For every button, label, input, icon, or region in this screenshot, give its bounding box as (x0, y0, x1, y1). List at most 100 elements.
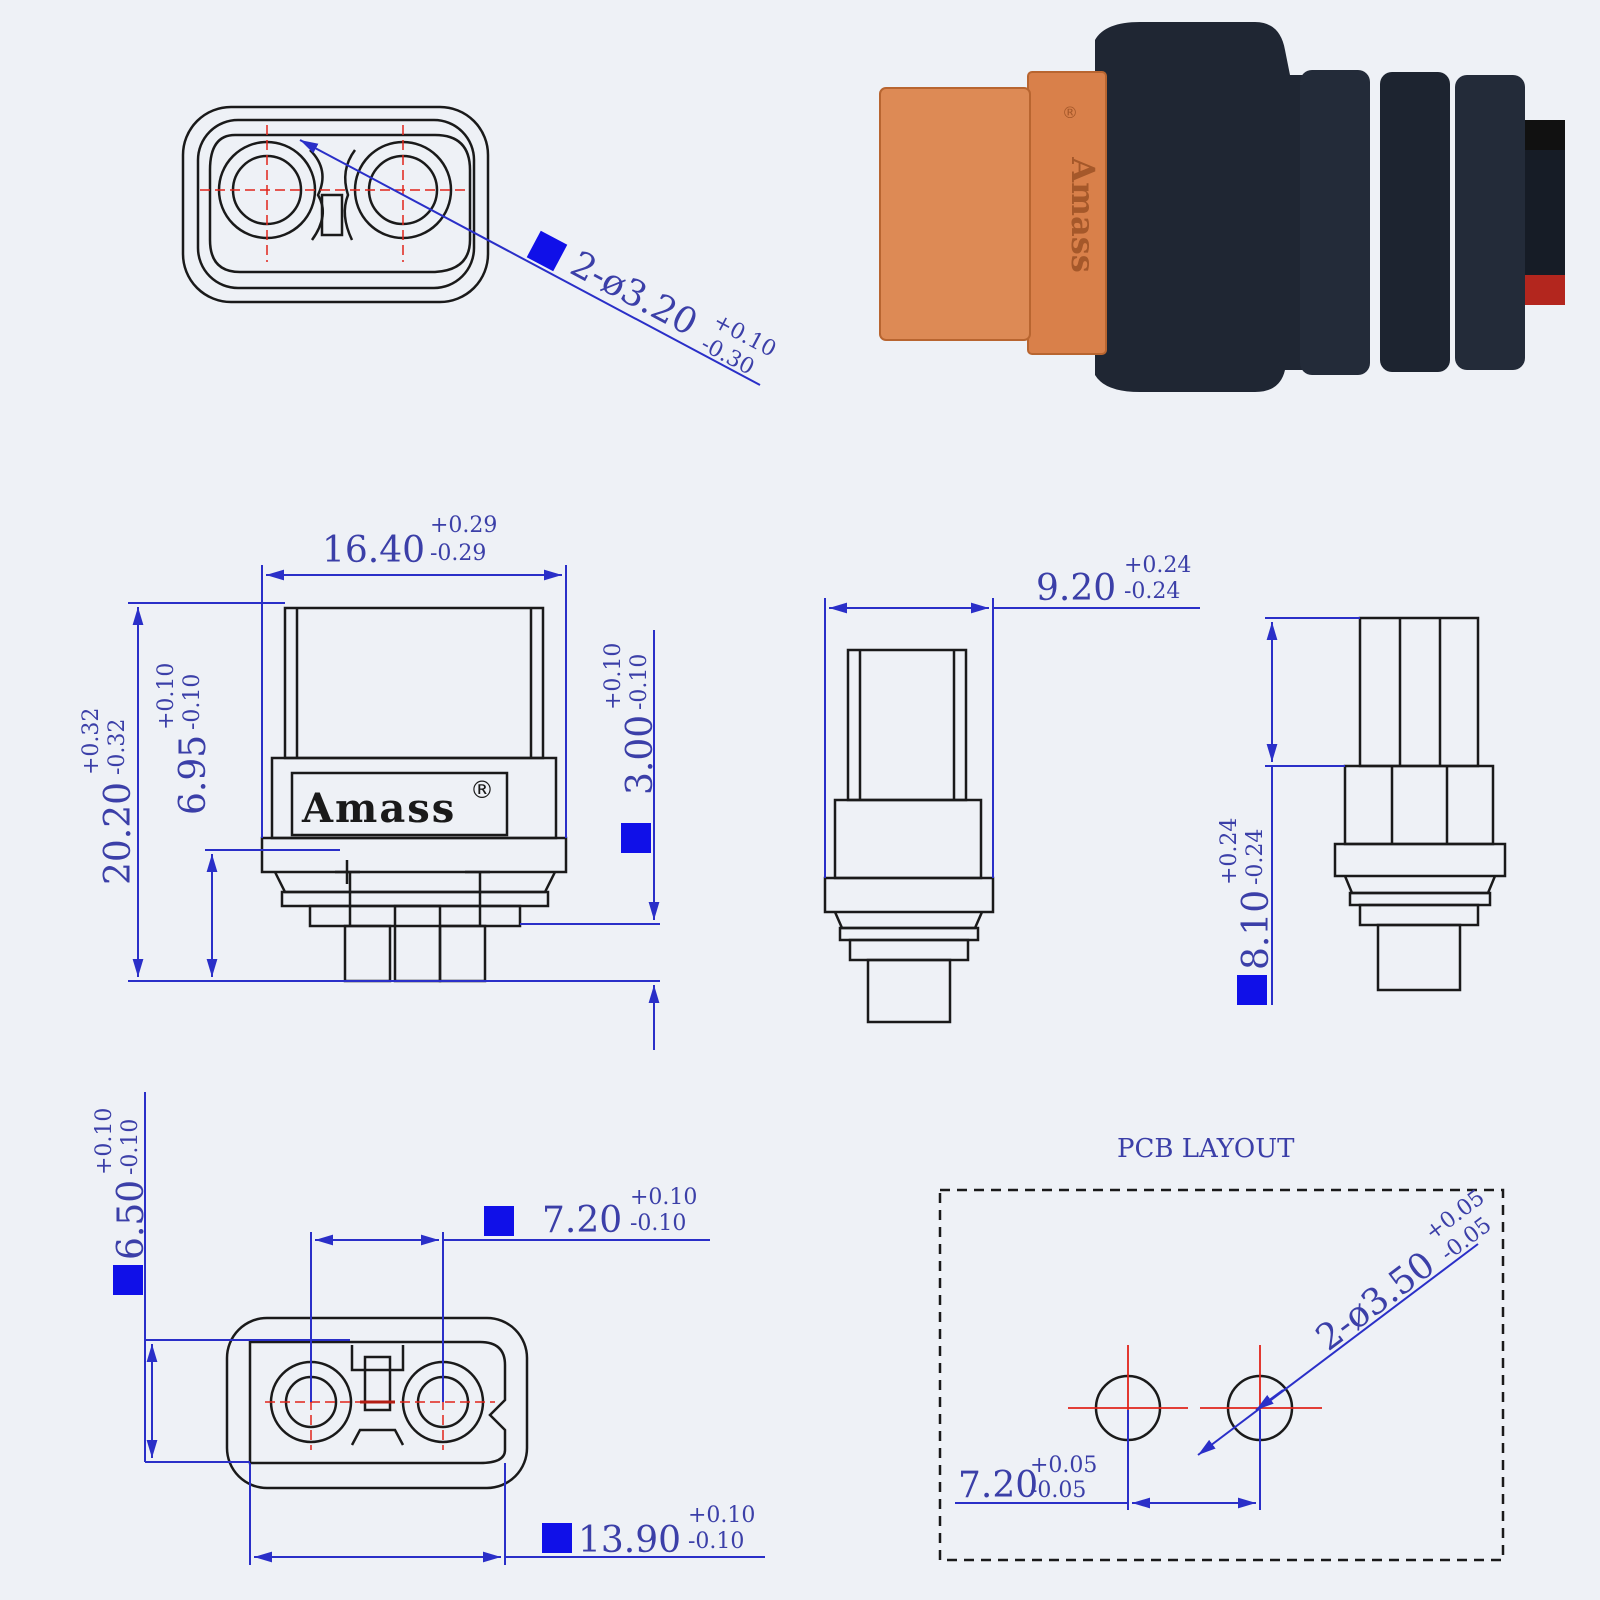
cable-boot-rib-3 (1455, 75, 1525, 370)
wire-red (1525, 275, 1565, 305)
pcb-layout-title: PCB LAYOUT (1117, 1134, 1295, 1164)
top-end-view (181, 105, 490, 304)
front-base (280, 890, 550, 908)
dim-depth-side (824, 598, 1200, 878)
rear-base (1348, 891, 1492, 907)
rear-base-lower (1358, 903, 1480, 927)
front-base-lower (308, 904, 522, 928)
dim-pcb-pitch-tol-plus: +0.05 (1030, 1453, 1097, 1478)
bottom-latch (350, 1345, 405, 1372)
dim-height-side-tol-plus: +0.24 (1217, 818, 1242, 885)
front-registered-mark-icon: ® (470, 776, 494, 804)
side-view (823, 648, 995, 1024)
bottom-outline-inner (248, 1340, 507, 1465)
dim-width-front (261, 565, 567, 838)
dim-pcb-pitch-tol-minus: -0.05 (1030, 1478, 1086, 1503)
dim-width-bottom-tol-minus: -0.10 (688, 1529, 744, 1554)
side-base (838, 926, 980, 942)
side-base-lower (848, 938, 970, 962)
dim-height-lower-main: 6.95 (173, 735, 214, 815)
end-outline-outer (181, 105, 490, 304)
dim-width-front-tol-plus: +0.29 (430, 513, 497, 538)
cable-boot-rib-2 (1380, 72, 1450, 372)
dim-pcb-pitch (955, 1410, 1261, 1510)
photo-registered-mark-icon: ® (1062, 103, 1078, 122)
front-pin-left (343, 924, 392, 983)
dim-height-lower-tol-minus: -0.10 (180, 674, 205, 730)
rear-pin (1376, 923, 1462, 992)
critical-dimension-marker-icon (1237, 975, 1267, 1005)
side-flange (823, 876, 995, 914)
dim-depth-side-main: 9.20 (1036, 568, 1116, 609)
end-latch (309, 149, 357, 241)
connector-housing (879, 87, 1031, 341)
front-brand-name: Amass (301, 785, 456, 832)
critical-dimension-marker-icon (621, 823, 651, 853)
dim-pitch-bottom (310, 1232, 710, 1402)
dim-width-front-tol-minus: -0.29 (430, 541, 486, 566)
dim-pin-length (520, 630, 660, 1050)
dim-pcb-pitch-main: 7.20 (958, 1465, 1038, 1506)
dim-height-side-main: 8.10 (1236, 890, 1277, 970)
dim-height-total-main: 20.20 (98, 782, 139, 885)
dim-height-lower-tol-plus: +0.10 (154, 663, 179, 730)
side-collar (833, 798, 983, 880)
rear-view (1333, 616, 1507, 992)
dim-pcb-hole-main: 2-ø3.50 (1309, 1244, 1443, 1359)
rear-plug (1358, 616, 1480, 768)
dim-pin-length-main: 3.00 (620, 715, 661, 795)
pcb-holes (1068, 1345, 1322, 1470)
photo-brand-name: Amass (1064, 156, 1102, 272)
dim-pcb-hole-leader: 2-ø3.50 +0.05 -0.05 (1197, 1185, 1496, 1456)
front-plug-shroud (283, 606, 545, 760)
cable-boot-rib-1 (1300, 70, 1370, 375)
dim-width-front-main: 16.40 (322, 530, 425, 571)
front-pin-right (438, 924, 487, 983)
wire-sheath (1525, 150, 1565, 275)
connector-photo: Amass ® (879, 22, 1565, 392)
front-brand-panel (290, 771, 509, 837)
dim-pin-length-tol-minus: -0.10 (627, 654, 652, 710)
end-latch-slot (320, 193, 344, 237)
critical-dimension-marker-icon (526, 230, 568, 272)
critical-dimension-marker-icon (542, 1523, 572, 1553)
dim-pitch-bottom-tol-minus: -0.10 (630, 1211, 686, 1236)
dim-height-bottom (144, 1092, 350, 1463)
dim-height-total-tol-plus: +0.32 (79, 708, 104, 775)
critical-dimension-marker-icon (113, 1265, 143, 1295)
dim-hole-top-main: 2-ø3.20 (564, 244, 704, 344)
front-flange (260, 836, 568, 874)
dim-height-total-tol-minus: -0.32 (105, 719, 130, 775)
dim-depth-side-tol-plus: +0.24 (1124, 553, 1191, 578)
rear-collar (1343, 764, 1495, 846)
end-outline-inner (196, 118, 476, 290)
dim-height-bottom-tol-minus: -0.10 (118, 1119, 143, 1175)
dim-height-lower (205, 849, 340, 977)
dim-width-bottom-tol-plus: +0.10 (688, 1503, 755, 1528)
dim-height-bottom-main: 6.50 (111, 1180, 152, 1260)
cable-boot (1095, 22, 1310, 392)
wire-black (1525, 120, 1565, 150)
front-view (260, 606, 568, 983)
front-polarity (335, 860, 490, 884)
dim-pitch-bottom-main: 7.20 (542, 1200, 622, 1241)
critical-dimension-marker-icon (484, 1206, 514, 1236)
dim-height-bottom-tol-plus: +0.10 (92, 1108, 117, 1175)
side-pin (866, 958, 952, 1024)
side-plug (846, 648, 968, 802)
dim-depth-side-tol-minus: -0.24 (1124, 579, 1180, 604)
dim-height-side-tol-minus: -0.24 (1243, 829, 1268, 885)
end-cavity (208, 133, 472, 274)
dim-height-total (128, 602, 660, 982)
dim-pin-length-tol-plus: +0.10 (601, 643, 626, 710)
dim-width-bottom-main: 13.90 (578, 1520, 681, 1561)
dim-height-side (1265, 617, 1360, 1005)
rear-flange (1333, 842, 1507, 878)
bottom-latch-slot (363, 1368, 392, 1412)
pcb-outline (938, 1188, 1505, 1562)
bottom-outline-outer (225, 1316, 529, 1490)
dim-width-bottom (249, 1463, 765, 1565)
top-end-centerlines (200, 125, 470, 262)
